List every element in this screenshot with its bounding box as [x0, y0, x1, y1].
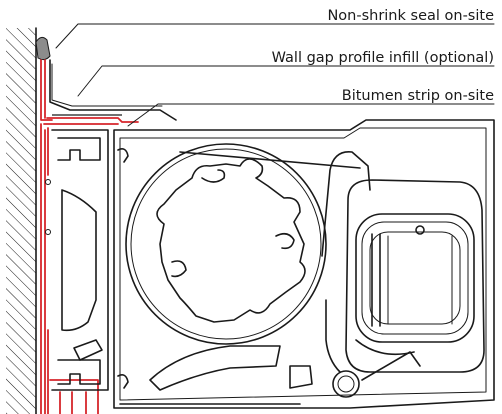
label-wall-gap-profile-infill: Wall gap profile infill (optional) [272, 50, 494, 66]
label-non-shrink-seal: Non-shrink seal on-site [327, 8, 494, 24]
slat-package [345, 179, 485, 373]
top-cover-profile [49, 59, 177, 121]
left-frame-profile [45, 129, 109, 391]
bottom-end-bar [149, 345, 421, 398]
wall-gap-profile-infill [40, 59, 139, 414]
roller-tube [125, 143, 327, 345]
wall [6, 27, 37, 414]
non-shrink-seal [35, 36, 51, 61]
leader-lines [55, 23, 495, 127]
shutter-box-housing [113, 119, 495, 409]
label-bitumen-strip: Bitumen strip on-site [342, 88, 494, 104]
curtain-guide [179, 151, 371, 373]
